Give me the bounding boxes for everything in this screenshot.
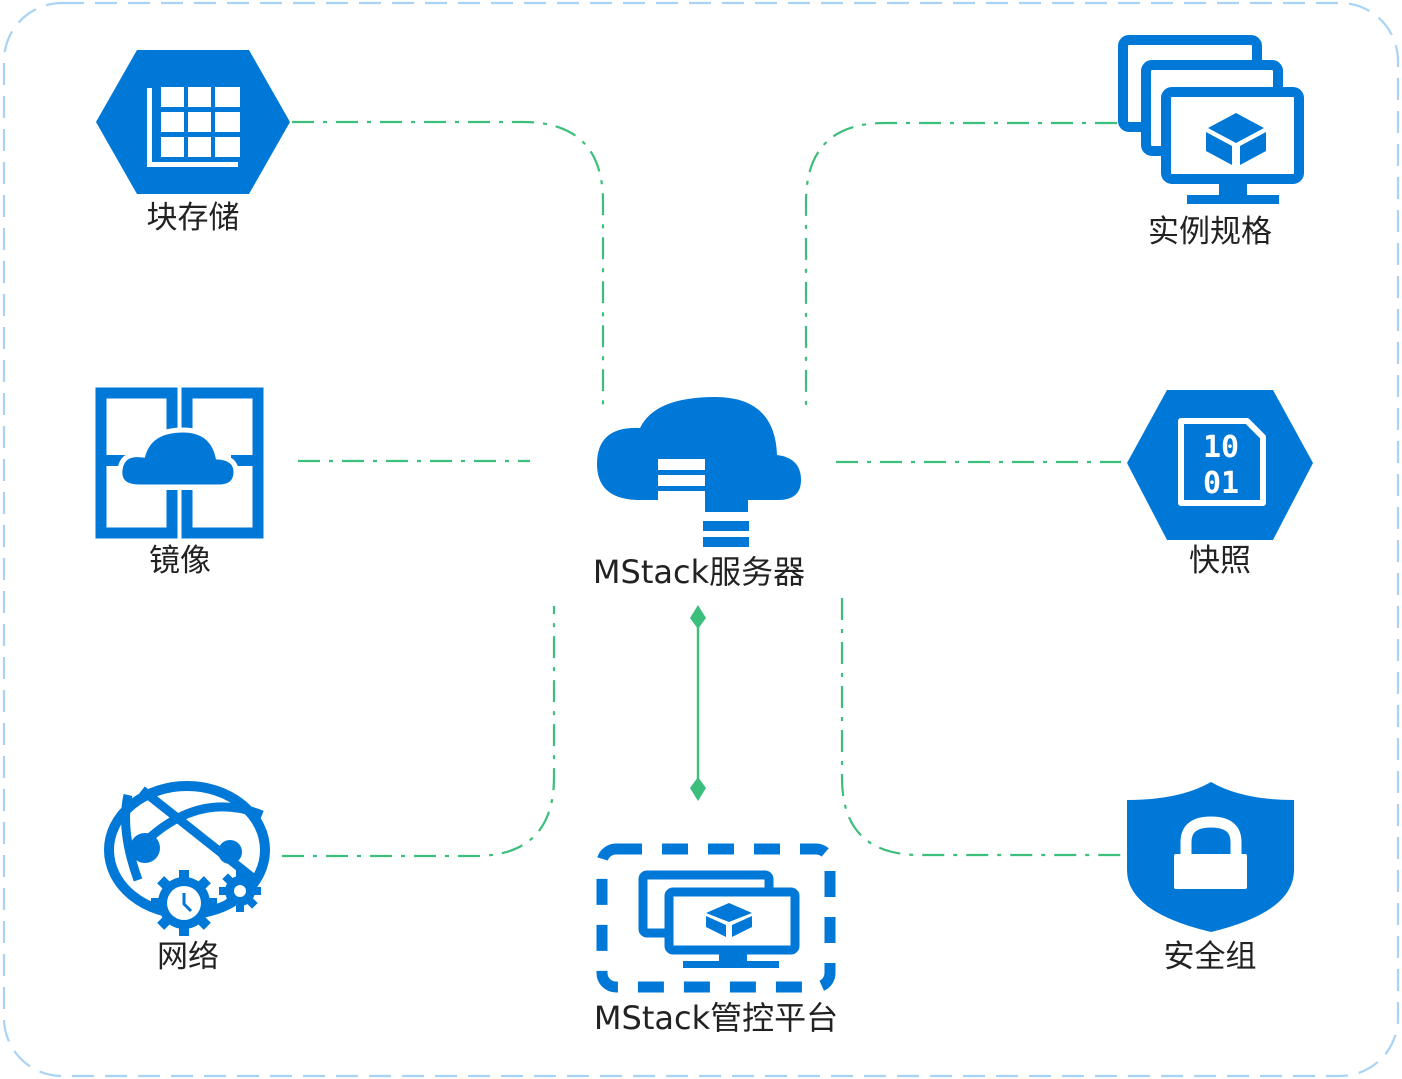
container-cloud-icon — [95, 387, 264, 539]
label-snapshot: 快照 — [1189, 543, 1251, 579]
storage-grid-hexagon-icon — [96, 50, 290, 194]
connector-block-storage — [292, 120, 605, 406]
label-block-storage: 块存储 — [146, 200, 240, 236]
connector-security-group — [840, 598, 1127, 857]
label-instance-spec: 实例规格 — [1148, 214, 1272, 250]
cloud-server-icon — [597, 397, 801, 547]
diamond-arrow-bottom — [690, 777, 706, 801]
connector-center-platform — [690, 605, 706, 801]
label-network: 网络 — [157, 939, 219, 975]
shield-lock-icon — [1127, 782, 1294, 932]
binary-digits-top: 10 — [1203, 430, 1239, 465]
diamond-arrow-top — [690, 605, 706, 629]
globe-gears-icon — [104, 781, 270, 936]
binary-file-hexagon-icon: 10 01 — [1127, 390, 1313, 540]
connector-network — [282, 606, 556, 858]
label-security-group: 安全组 — [1163, 939, 1257, 975]
label-platform: MStack管控平台 — [593, 999, 839, 1037]
label-center-server: MStack服务器 — [592, 553, 806, 591]
connector-instance-spec — [804, 121, 1117, 406]
vm-management-icon — [596, 843, 836, 993]
binary-digits-bottom: 01 — [1203, 466, 1239, 501]
label-image: 镜像 — [149, 543, 211, 579]
stacked-monitors-cube-icon — [1118, 35, 1304, 204]
